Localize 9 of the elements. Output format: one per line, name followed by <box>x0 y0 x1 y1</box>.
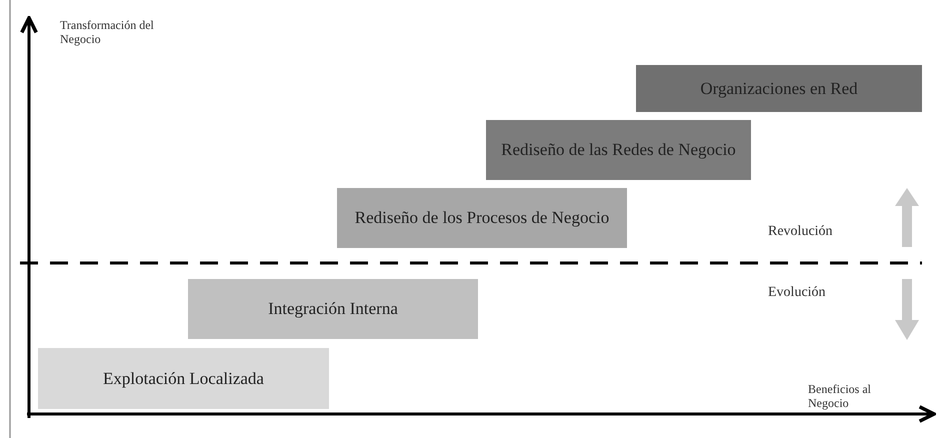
axis-title: Beneficios al Negocio <box>808 382 872 411</box>
zone-label: Revolución <box>768 224 833 241</box>
stage-box: Organizaciones en Red <box>636 65 922 112</box>
stage-box: Rediseño de las Redes de Negocio <box>486 120 751 180</box>
zone-label: Evolución <box>768 285 826 302</box>
axis-title: Transformación del Negocio <box>60 18 155 47</box>
stage-box: Explotación Localizada <box>38 348 329 409</box>
stage-box: Integración Interna <box>188 279 478 339</box>
stage-box: Rediseño de los Procesos de Negocio <box>337 188 627 248</box>
